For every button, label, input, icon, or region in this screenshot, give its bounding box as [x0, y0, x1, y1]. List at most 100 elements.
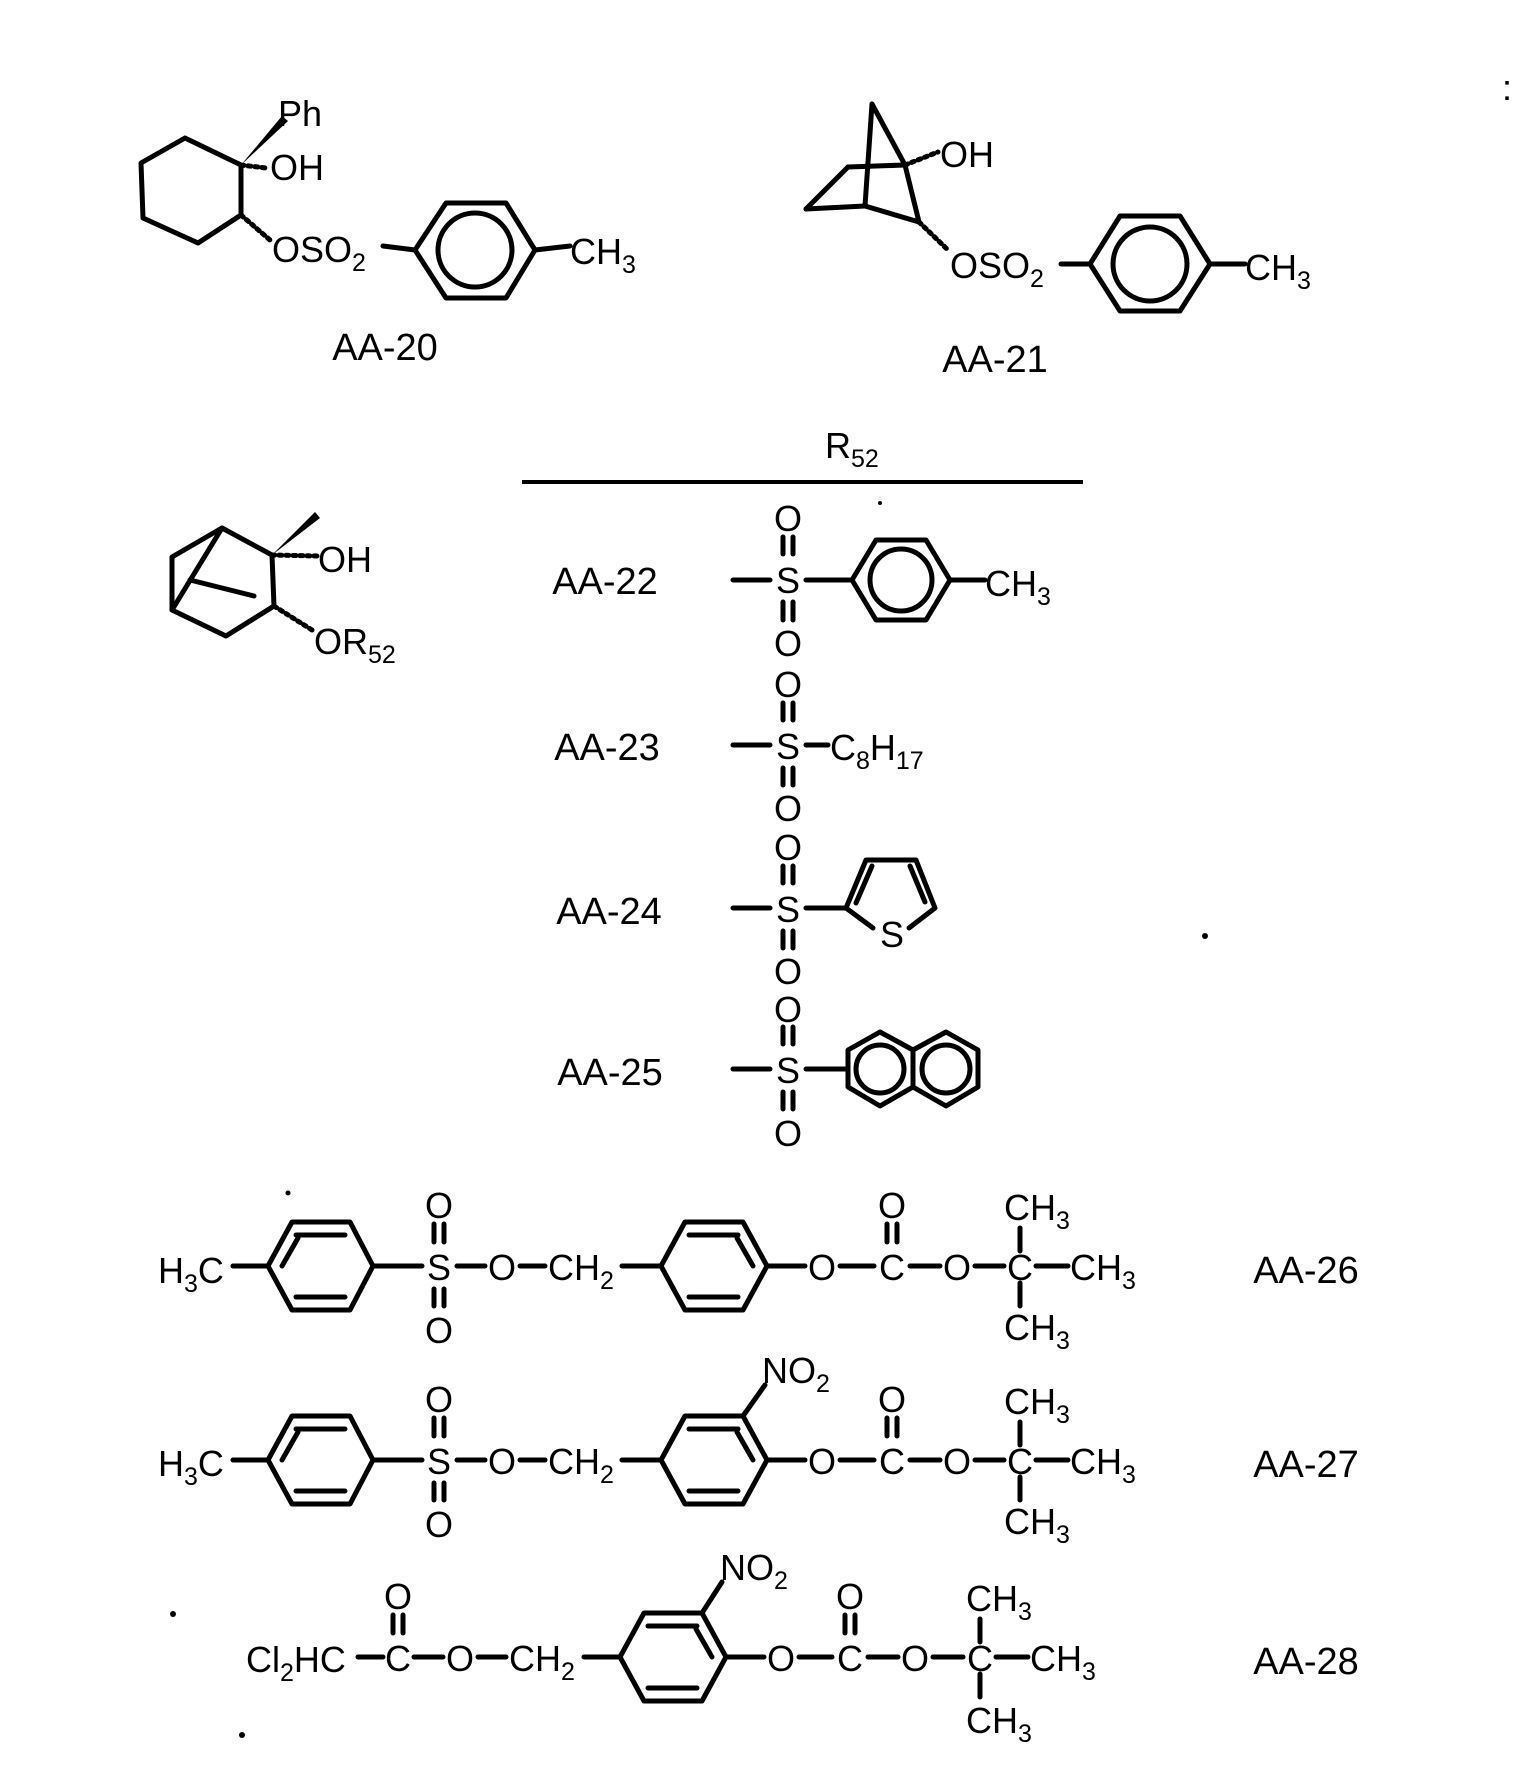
cyclohexane-ring [141, 138, 241, 243]
compound-label: AA-20 [332, 327, 438, 369]
aromatic-circle [1113, 227, 1187, 301]
ch2-text: CH [548, 1247, 600, 1288]
bond [806, 206, 865, 209]
atom-s: S [427, 1247, 451, 1288]
atom-ch2: CH2 [509, 1638, 575, 1686]
r-subscript: 52 [851, 445, 879, 473]
atom-ch3: CH3 [1245, 247, 1311, 295]
ch-text: CH [570, 231, 622, 272]
r52-table-header: R52 [522, 425, 1083, 505]
oso-text: OSO [950, 245, 1030, 286]
ch-text: CH [1070, 1247, 1122, 1288]
ch-text: CH [1004, 1307, 1056, 1348]
atom-ch3: CH3 [985, 563, 1051, 611]
hash-bond [919, 222, 948, 250]
ch-subscript: 3 [1122, 1267, 1136, 1295]
atom-o-bottom: O [425, 1504, 453, 1545]
hash-bond [241, 215, 270, 240]
ch-text: CH [985, 563, 1037, 604]
atom-o1: O [808, 1441, 836, 1482]
bond [702, 1582, 722, 1613]
aromatic-circle [856, 1045, 904, 1093]
double-bond-line [282, 1238, 298, 1266]
no-subscript: 2 [816, 1370, 830, 1398]
atom-c: C [837, 1638, 863, 1679]
ch-text: CH [1004, 1381, 1056, 1422]
ch-text: CH [966, 1578, 1018, 1619]
atom-ch3-right: CH3 [1070, 1247, 1136, 1295]
hash-bond [274, 606, 312, 630]
ch-text: CH [966, 1700, 1018, 1741]
atom-o2: O [901, 1638, 929, 1679]
atom-oh: OH [318, 539, 372, 580]
or-text: OR [314, 621, 368, 662]
atom-o2: O [943, 1441, 971, 1482]
atom-c8h17: C8H17 [830, 727, 924, 775]
atom-s: S [776, 889, 800, 930]
c-text: C [198, 1250, 224, 1291]
ch-text: CH [1004, 1187, 1056, 1228]
atom-oso2: OSO2 [272, 229, 366, 277]
aromatic-circle [438, 213, 512, 287]
ch2-subscript: 2 [561, 1658, 575, 1686]
aromatic-circle [922, 1045, 970, 1093]
atom-o1: O [767, 1638, 795, 1679]
ch-subscript: 3 [1056, 1401, 1070, 1429]
atom-o-carbonyl: O [836, 1576, 864, 1617]
compound-label: AA-24 [556, 891, 662, 933]
atom-s: S [776, 726, 800, 767]
ch2-text: CH [548, 1441, 600, 1482]
bond [905, 165, 919, 222]
oso-text: OSO [272, 229, 352, 270]
atom-ch3-right: CH3 [1070, 1441, 1136, 1489]
compound-label: AA-27 [1253, 1444, 1359, 1486]
benzene-ring [415, 203, 535, 298]
cl-subscript: 2 [280, 1659, 294, 1687]
compound-aa-25: AA-25 O S O [557, 989, 978, 1154]
no-text: NO [720, 1547, 774, 1588]
atom-o-bottom: O [774, 951, 802, 992]
ch-subscript: 3 [1056, 1207, 1070, 1235]
atom-o-link: O [488, 1441, 516, 1482]
compound-aa-21: OH OSO2 CH3 AA-21 [806, 104, 1311, 381]
atom-o-carbonyl: O [878, 1379, 906, 1420]
atom-ch3-right: CH3 [1030, 1638, 1096, 1686]
r52-header: R52 [825, 425, 879, 473]
ch-subscript: 3 [1037, 583, 1051, 611]
atom-o-top: O [774, 827, 802, 868]
ch-text: CH [1030, 1638, 1082, 1679]
atom-o-top: O [774, 498, 802, 539]
c-subscript: 8 [856, 747, 870, 775]
atom-o-bottom: O [425, 1310, 453, 1351]
bridge-bond [190, 580, 254, 596]
hc-text: HC [294, 1639, 346, 1680]
bridge-bond [872, 104, 905, 165]
ch-subscript: 3 [1122, 1461, 1136, 1489]
atom-o-link: O [446, 1638, 474, 1679]
atom-o-top: O [774, 664, 802, 705]
atom-o-link: O [488, 1247, 516, 1288]
atom-ph: Ph [278, 93, 322, 134]
no-subscript: 2 [774, 1567, 788, 1595]
atom-o-bottom: O [774, 788, 802, 829]
compound-aa-22: AA-22 O S O CH3 [552, 498, 1051, 664]
ch-subscript: 3 [1056, 1327, 1070, 1355]
atom-o-bottom: O [774, 623, 802, 664]
atom-o-carbonyl: O [878, 1185, 906, 1226]
bond [383, 246, 415, 250]
bond [535, 246, 570, 250]
ch-text: CH [1004, 1501, 1056, 1542]
atom-ch3-top: CH3 [1004, 1381, 1070, 1429]
atom-h3c: H3C [158, 1443, 224, 1491]
ch-subscript: 3 [1056, 1521, 1070, 1549]
hash-bond [272, 555, 318, 556]
atom-s: S [776, 1050, 800, 1091]
c-text: C [830, 727, 856, 768]
ch-text: CH [1070, 1441, 1122, 1482]
ch2-subscript: 2 [600, 1461, 614, 1489]
ch-text: CH [1245, 247, 1297, 288]
atom-o-carbonyl1: O [384, 1576, 412, 1617]
compound-aa-27: H3C O S O O CH2 NO2 O O C O C [158, 1350, 1359, 1549]
ch-subscript: 3 [622, 251, 636, 279]
